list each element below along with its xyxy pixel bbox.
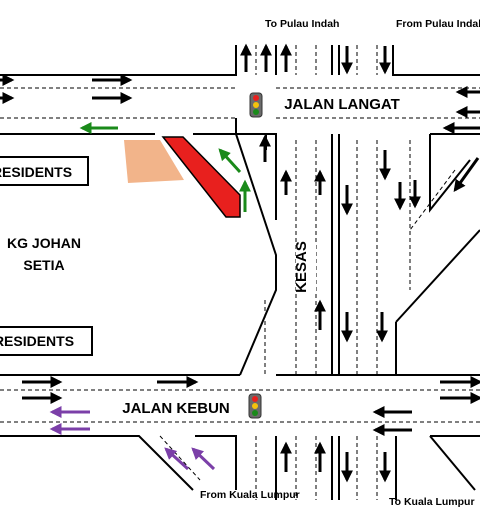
black-arrows <box>0 43 480 483</box>
residents-top-label: RESIDENTS <box>0 164 72 180</box>
jalan-langat-label: JALAN LANGAT <box>284 96 400 113</box>
arrow-diag-green-icon <box>218 148 242 174</box>
orange-zone <box>124 140 184 183</box>
traffic-light-icon <box>249 92 263 118</box>
to-kuala-lumpur-label: To Kuala Lumpur <box>389 496 475 508</box>
residents-box-top: RESIDENTS <box>0 156 89 186</box>
to-pulau-indah-label: To Pulau Indah <box>265 18 339 30</box>
lane-markings <box>0 45 480 500</box>
arrow-diag-icon <box>453 157 480 192</box>
from-pulau-indah-label: From Pulau Indah <box>396 18 480 30</box>
kesas-label: KESAS <box>293 241 310 293</box>
red-zone <box>161 136 241 218</box>
jalan-kebun-label: JALAN KEBUN <box>122 400 230 417</box>
kg-johan-label: KG JOHAN <box>7 235 81 251</box>
traffic-light-icon <box>248 393 262 419</box>
arrow-diag-purple-icon <box>164 447 190 471</box>
residents-bottom-label: RESIDENTS <box>0 333 74 349</box>
green-arrows <box>79 122 251 212</box>
from-kuala-lumpur-label: From Kuala Lumpur <box>200 489 300 501</box>
road-edges <box>0 45 480 500</box>
purple-arrows <box>49 406 216 471</box>
setia-label: SETIA <box>23 257 64 273</box>
arrow-diag-purple-icon <box>191 447 216 471</box>
residents-box-bottom: RESIDENTS <box>0 326 93 356</box>
